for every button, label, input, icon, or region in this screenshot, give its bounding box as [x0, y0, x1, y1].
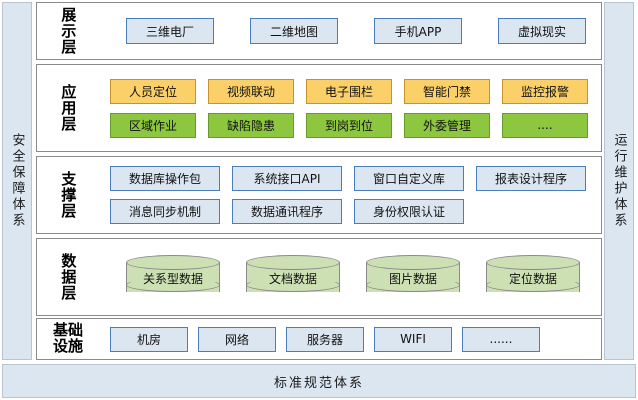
layer-support-label: 支撑层 — [59, 171, 78, 219]
node-data-communication-program[interactable]: 数据通讯程序 — [232, 199, 342, 224]
node-electronic-fence[interactable]: 电子围栏 — [306, 78, 392, 104]
layer-application-label-cell: 应用层 — [37, 65, 100, 151]
cylinder-image-data-label: 图片数据 — [388, 271, 437, 286]
cylinder-top-ellipse — [126, 255, 220, 270]
layer-presentation-label: 展示层 — [59, 7, 78, 55]
node-area-operations[interactable]: 区域作业 — [110, 112, 196, 138]
layer-infrastructure: 基础设施 机房 网络 服务器 WIFI ...... — [36, 318, 602, 360]
layer-application-row-2: 区域作业 缺陷隐患 到岗到位 外委管理 .... — [104, 112, 597, 138]
layer-data-label: 数据层 — [59, 253, 78, 301]
node-application-more[interactable]: .... — [502, 112, 588, 138]
layer-support-row-2: 消息同步机制 数据通讯程序 身份权限认证 — [104, 199, 597, 224]
cylinder-relational-data[interactable]: 关系型数据 — [126, 255, 220, 299]
node-wifi[interactable]: WIFI — [374, 326, 452, 352]
node-personnel-positioning[interactable]: 人员定位 — [110, 78, 196, 104]
node-video-linkage[interactable]: 视频联动 — [208, 78, 294, 104]
layer-support-label-cell: 支撑层 — [37, 157, 100, 233]
layer-support-row-1: 数据库操作包 系统接口API 窗口自定义库 报表设计程序 — [104, 166, 597, 191]
node-database-operation-package[interactable]: 数据库操作包 — [110, 166, 220, 191]
node-smart-access-control[interactable]: 智能门禁 — [404, 78, 490, 104]
node-on-post-in-place[interactable]: 到岗到位 — [306, 112, 392, 138]
cylinder-document-data[interactable]: 文档数据 — [246, 255, 340, 299]
cylinder-bottom-ellipse — [126, 278, 220, 292]
standards-system-label: 标准规范体系 — [273, 375, 364, 391]
node-identity-authorization[interactable]: 身份权限认证 — [354, 199, 464, 224]
node-mobile-app[interactable]: 手机APP — [374, 18, 462, 44]
node-virtual-reality[interactable]: 虚拟现实 — [498, 18, 586, 44]
layer-data: 数据层 关系型数据 文档数据 — [36, 238, 602, 316]
layer-data-body: 关系型数据 文档数据 图片数据 定 — [100, 239, 601, 315]
layer-infrastructure-label-cell: 基础设施 — [37, 319, 100, 359]
layer-data-row-1: 关系型数据 文档数据 图片数据 定 — [104, 255, 597, 299]
cylinder-top-ellipse — [246, 255, 340, 270]
layer-application-row-1: 人员定位 视频联动 电子围栏 智能门禁 监控报警 — [104, 78, 597, 104]
left-rail-label: 安全保障体系 — [9, 133, 25, 229]
left-rail-security-system: 安全保障体系 — [2, 2, 32, 360]
layer-infrastructure-label: 基础设施 — [52, 321, 83, 355]
node-3d-power-plant[interactable]: 三维电厂 — [126, 18, 214, 44]
node-window-custom-library[interactable]: 窗口自定义库 — [354, 166, 464, 191]
layer-infrastructure-body: 机房 网络 服务器 WIFI ...... — [100, 319, 601, 359]
node-defect-hazard[interactable]: 缺陷隐患 — [208, 112, 294, 138]
layer-data-label-cell: 数据层 — [37, 239, 100, 315]
node-infrastructure-more[interactable]: ...... — [462, 326, 540, 352]
node-server[interactable]: 服务器 — [286, 326, 364, 352]
node-message-sync-mechanism[interactable]: 消息同步机制 — [110, 199, 220, 224]
standards-system-bar: 标准规范体系 — [2, 364, 636, 398]
cylinder-top-ellipse — [486, 255, 580, 270]
node-machine-room[interactable]: 机房 — [110, 326, 188, 352]
cylinder-positioning-data-label: 定位数据 — [508, 271, 557, 286]
right-rail-ops-maintenance-system: 运行维护体系 — [604, 2, 634, 360]
layer-presentation-row-1: 三维电厂 二维地图 手机APP 虚拟现实 — [104, 18, 597, 44]
layer-application-label: 应用层 — [59, 84, 78, 132]
layer-support: 支撑层 数据库操作包 系统接口API 窗口自定义库 报表设计程序 消息同步机制 … — [36, 156, 602, 234]
node-report-design-program[interactable]: 报表设计程序 — [476, 166, 586, 191]
layer-infrastructure-row-1: 机房 网络 服务器 WIFI ...... — [104, 326, 597, 352]
layer-application: 应用层 人员定位 视频联动 电子围栏 智能门禁 监控报警 区域作业 缺陷隐患 到… — [36, 64, 602, 152]
right-rail-label: 运行维护体系 — [611, 133, 627, 229]
node-monitoring-alarm[interactable]: 监控报警 — [502, 78, 588, 104]
cylinder-bottom-ellipse — [366, 278, 460, 292]
node-system-interface-api[interactable]: 系统接口API — [232, 166, 342, 191]
layer-presentation: 展示层 三维电厂 二维地图 手机APP 虚拟现实 — [36, 2, 602, 60]
cylinder-bottom-ellipse — [486, 278, 580, 292]
cylinder-positioning-data[interactable]: 定位数据 — [486, 255, 580, 299]
cylinder-image-data[interactable]: 图片数据 — [366, 255, 460, 299]
layer-presentation-label-cell: 展示层 — [37, 3, 100, 59]
layer-presentation-body: 三维电厂 二维地图 手机APP 虚拟现实 — [100, 3, 601, 59]
cylinder-bottom-ellipse — [246, 278, 340, 292]
cylinder-top-ellipse — [366, 255, 460, 270]
cylinder-document-data-label: 文档数据 — [268, 271, 317, 286]
layer-support-body: 数据库操作包 系统接口API 窗口自定义库 报表设计程序 消息同步机制 数据通讯… — [100, 157, 601, 233]
layer-application-body: 人员定位 视频联动 电子围栏 智能门禁 监控报警 区域作业 缺陷隐患 到岗到位 … — [100, 65, 601, 151]
node-network[interactable]: 网络 — [198, 326, 276, 352]
node-2d-map[interactable]: 二维地图 — [250, 18, 338, 44]
node-outsourcing-management[interactable]: 外委管理 — [404, 112, 490, 138]
cylinder-relational-data-label: 关系型数据 — [142, 271, 203, 286]
